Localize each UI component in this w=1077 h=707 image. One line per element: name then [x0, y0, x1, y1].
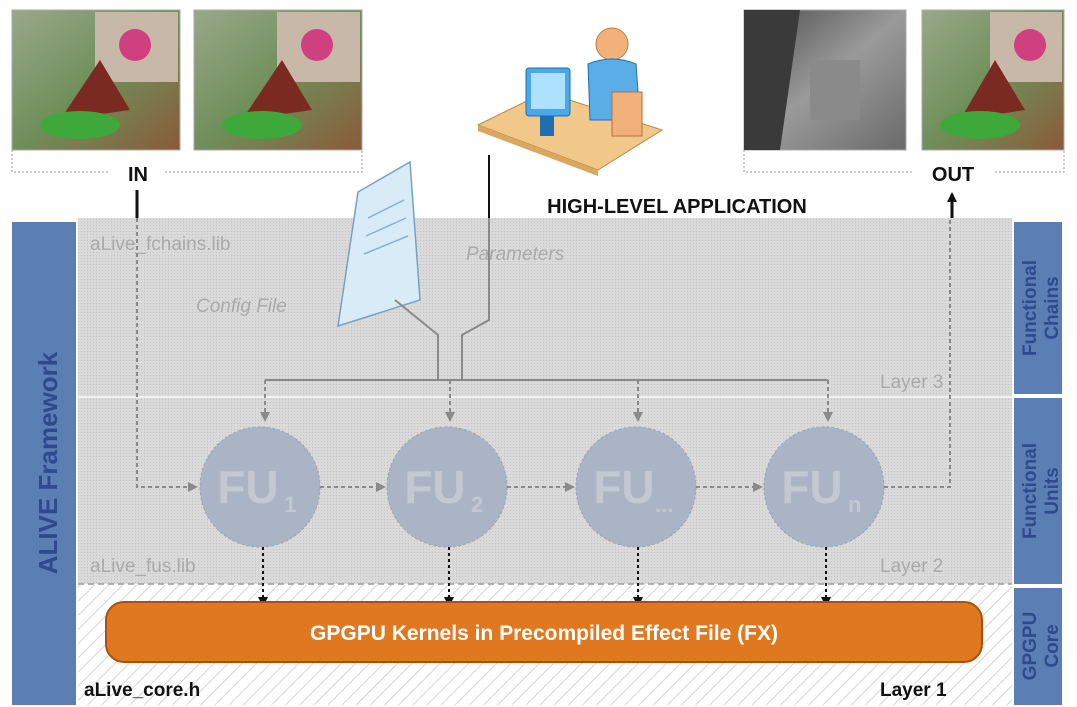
gpgpu-core-sidebar	[1014, 588, 1062, 705]
fu-3: FU ...	[575, 426, 697, 548]
in-arrow-path	[136, 218, 198, 492]
svg-text:FU: FU	[217, 461, 278, 513]
parameters-line	[461, 218, 490, 380]
fu-1-base: FU	[217, 461, 278, 513]
fu-4-sub: n	[848, 492, 861, 517]
in-label: IN	[128, 164, 148, 186]
fu-3-base: FU	[593, 461, 654, 513]
in-bracket	[11, 150, 363, 173]
gpgpu-kernels-bar	[105, 601, 983, 663]
functional-units-sidebar	[1014, 398, 1062, 584]
out-arrow-path	[884, 218, 951, 488]
fu-1: FU 1	[199, 426, 321, 548]
input-image-left	[11, 9, 181, 151]
fu-4: FU n	[763, 426, 885, 548]
output-image	[921, 9, 1065, 151]
config-file-label: Config File	[196, 296, 287, 317]
fu-1-sub: 1	[284, 492, 296, 517]
user-at-desk-icon	[476, 27, 664, 176]
functional-chains-sidebar	[1014, 222, 1062, 394]
fchains-lib-label: aLive_fchains.lib	[90, 234, 230, 255]
layer2-label: Layer 2	[880, 556, 943, 577]
chains-label-line1: Functional	[1020, 260, 1041, 356]
core-label-line1: GPGPU	[1020, 612, 1041, 681]
output-depth-image	[743, 9, 907, 151]
svg-text:FU: FU	[404, 461, 465, 513]
out-label: OUT	[932, 164, 974, 186]
core-h-label: aLive_core.h	[84, 680, 200, 701]
input-image-right	[193, 9, 363, 151]
core-label-line2: Core	[1042, 624, 1063, 667]
config-file-icon	[337, 160, 421, 328]
config-line	[394, 299, 439, 380]
chains-label-line2: Chains	[1042, 276, 1063, 339]
layer3-label: Layer 3	[880, 372, 943, 393]
high-level-application-label: HIGH-LEVEL APPLICATION	[547, 196, 807, 218]
svg-text:FU: FU	[593, 461, 654, 513]
parameters-label: Parameters	[466, 244, 565, 265]
fu-3-sub: ...	[655, 492, 673, 517]
out-bracket	[743, 150, 1065, 173]
fus-lib-label: aLive_fus.lib	[90, 556, 196, 577]
framework-sidebar	[12, 222, 76, 705]
fu-2: FU 2	[386, 426, 508, 548]
units-label-line1: Functional	[1020, 443, 1041, 539]
fu-2-sub: 2	[471, 492, 483, 517]
units-label-line2: Units	[1042, 467, 1063, 515]
fu-4-base: FU	[781, 461, 842, 513]
framework-label: ALIVE Framework	[33, 351, 63, 574]
gpgpu-kernels-label: GPGPU Kernels in Precompiled Effect File…	[310, 622, 778, 645]
layer1-label: Layer 1	[880, 680, 947, 701]
svg-text:FU: FU	[781, 461, 842, 513]
fu-2-base: FU	[404, 461, 465, 513]
